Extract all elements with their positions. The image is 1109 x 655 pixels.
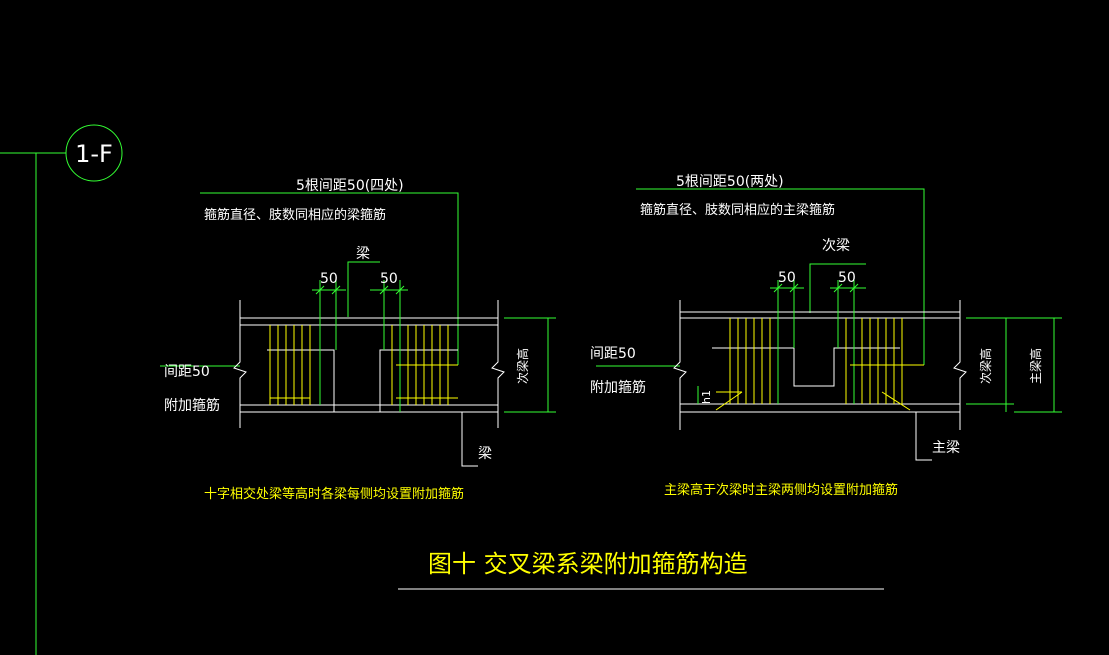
left-detail: 5根间距50(四处) 箍筋直径、肢数同相应的梁箍筋 梁 50 50 间距50 附…: [160, 178, 556, 502]
figure-title: 图十 交叉梁系梁附加箍筋构造: [428, 550, 748, 578]
right-beam-bottom-label: 主梁: [932, 440, 960, 456]
left-dim-left: 50: [320, 271, 338, 287]
left-height-label: 次梁高: [515, 348, 530, 384]
axis-bubble-circle: [65, 124, 123, 182]
right-h1-label: h1: [700, 390, 713, 404]
right-dim-right: 50: [838, 270, 856, 286]
left-extra-label: 附加箍筋: [164, 397, 220, 414]
left-dim-ticks: [315, 285, 405, 295]
right-count-note: 5根间距50(两处): [676, 174, 784, 190]
left-stirrups: [269, 325, 458, 405]
right-leader-lines: [596, 188, 925, 367]
right-extra-label: 附加箍筋: [590, 379, 646, 396]
right-stirrups: [715, 318, 924, 411]
left-beam-outline: [233, 300, 505, 467]
right-dim-ticks: [773, 283, 859, 293]
left-count-note: 5根间距50(四处): [296, 178, 404, 194]
left-beam-bottom-label: 梁: [478, 446, 492, 462]
left-stirrup-note: 箍筋直径、肢数同相应的梁箍筋: [204, 207, 386, 223]
left-spacing-label: 间距50: [164, 364, 210, 380]
left-dim-right: 50: [380, 271, 398, 287]
right-dim-left: 50: [778, 270, 796, 286]
right-beam-top-label: 次梁: [822, 238, 850, 254]
axis-grid: [0, 124, 123, 655]
right-stirrup-note: 箍筋直径、肢数同相应的主梁箍筋: [640, 202, 835, 218]
right-spacing-label: 间距50: [590, 346, 636, 362]
right-height-label-secondary: 次梁高: [978, 348, 993, 384]
right-beam-outline: [673, 300, 967, 461]
left-beam-top-label: 梁: [356, 246, 370, 262]
right-height-label-main: 主梁高: [1028, 348, 1043, 384]
right-caption: 主梁高于次梁时主梁两侧均设置附加箍筋: [664, 482, 898, 498]
left-dimensions: [312, 280, 556, 413]
left-caption: 十字相交处梁等高时各梁每侧均设置附加箍筋: [204, 486, 464, 502]
right-dimensions: [697, 280, 1062, 413]
right-detail: 5根间距50(两处) 箍筋直径、肢数同相应的主梁箍筋 次梁 50 50 间距50…: [590, 174, 1062, 498]
left-leader-lines: [160, 192, 459, 367]
axis-bubble-label: 1-F: [75, 140, 113, 168]
